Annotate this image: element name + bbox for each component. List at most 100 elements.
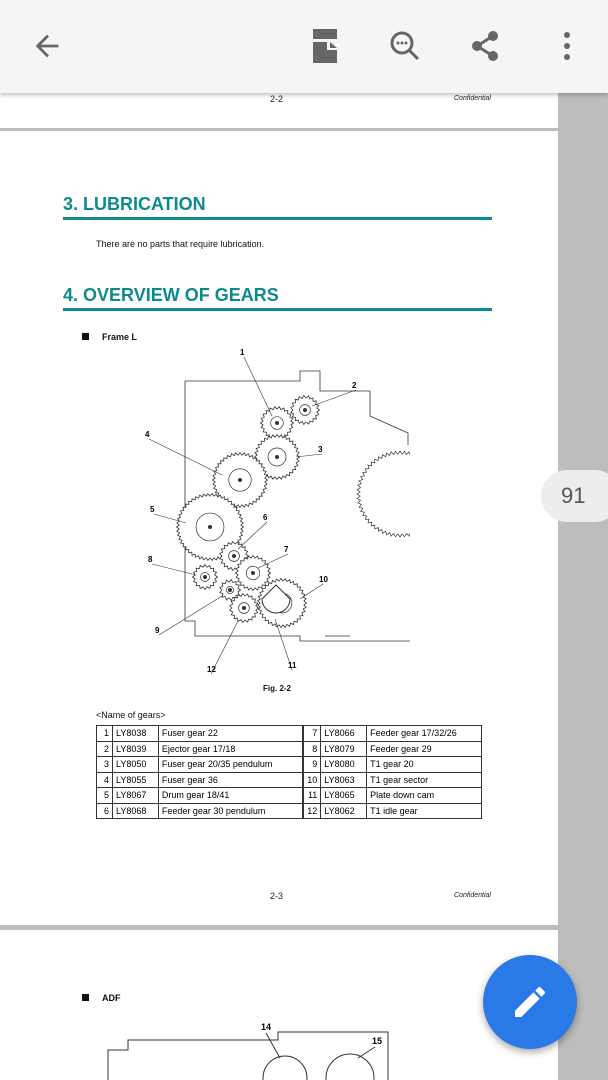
gear-name-cell: T1 gear 20 <box>366 756 482 773</box>
heading-rule <box>63 308 492 311</box>
share-button[interactable] <box>467 28 503 64</box>
reading-mode-icon <box>313 29 337 63</box>
page-indicator: 91 <box>541 470 608 522</box>
leader-line <box>237 521 268 550</box>
gear-7 <box>234 554 272 592</box>
gear-2 <box>290 394 321 426</box>
gear-name-cell: Feeder gear 17/32/26 <box>366 725 482 742</box>
gear-name-cell: Fuser gear 36 <box>157 771 304 788</box>
gear-3 <box>253 433 301 481</box>
gear-name-cell: Fuser gear 20/35 pendulum <box>157 756 304 773</box>
gear-code-cell: LY8055 <box>112 771 159 788</box>
figure-label: 10 <box>319 575 328 584</box>
page-number: 2-2 <box>270 94 284 104</box>
plate-down-cam <box>261 584 291 614</box>
leader-line <box>210 620 239 675</box>
confidential-label: Confidential <box>454 892 491 899</box>
figure-label: 11 <box>288 661 297 670</box>
back-button[interactable] <box>29 28 65 64</box>
figure-label: 7 <box>284 545 289 554</box>
figure-label: 9 <box>155 626 160 635</box>
figure-label: 2 <box>352 381 357 390</box>
subsection-frame-l: Frame L <box>82 332 137 342</box>
figure-label: 12 <box>207 665 216 674</box>
gear-name-cell: Plate down cam <box>366 787 482 804</box>
lubrication-text: There are no parts that require lubricat… <box>96 239 265 249</box>
more-options-button[interactable] <box>549 28 585 64</box>
previous-page: 2-2 Confidential <box>0 93 558 128</box>
gear-code-cell: LY8039 <box>112 740 159 757</box>
subsection-adf: ADF <box>82 993 121 1003</box>
gear-no-cell: 9 <box>302 756 322 773</box>
leader-line <box>274 618 293 671</box>
figure-label: 3 <box>318 445 323 454</box>
leader-line <box>311 389 357 407</box>
gear-name-cell: T1 gear sector <box>366 771 482 788</box>
top-app-bar <box>0 0 608 93</box>
gear-no-cell: 2 <box>96 740 113 757</box>
gear-no-cell: 6 <box>96 802 113 819</box>
leader-line <box>158 595 223 636</box>
search-button[interactable] <box>387 28 423 64</box>
edit-icon <box>515 986 545 1017</box>
leader-line <box>243 356 273 417</box>
bullet-icon <box>82 333 89 340</box>
figure-label: 4 <box>145 430 150 439</box>
gear-no-cell: 7 <box>302 725 322 742</box>
gear-8 <box>191 563 219 591</box>
gear-code-cell: LY8080 <box>320 756 368 773</box>
leader-line <box>151 563 197 576</box>
edit-fab-button[interactable] <box>483 955 577 1049</box>
figure-label: 1 <box>240 348 245 357</box>
search-icon <box>390 31 420 61</box>
gear-code-cell: LY8038 <box>112 725 159 742</box>
figure-label: 5 <box>150 505 155 514</box>
bullet-icon <box>82 994 89 1001</box>
subsection-label: Frame L <box>102 332 138 342</box>
gear-no-cell: 5 <box>96 787 113 804</box>
section-heading-gears: 4. OVERVIEW OF GEARS <box>63 285 279 305</box>
leader-line <box>257 553 289 569</box>
figure-label: 14 <box>261 1022 271 1032</box>
more-icon <box>564 32 570 60</box>
gear-name-cell: T1 idle gear <box>366 802 482 819</box>
gear-no-cell: 4 <box>96 771 113 788</box>
leader-line <box>299 583 324 600</box>
gear-name-cell: Fuser gear 22 <box>157 725 304 742</box>
page-number: 2-3 <box>270 891 284 901</box>
gear-name-cell: Ejector gear 17/18 <box>157 740 304 757</box>
share-icon <box>472 31 498 61</box>
adf-diagram: 14 15 <box>107 1022 389 1080</box>
gear-1 <box>259 406 295 440</box>
gear-code-cell: LY8068 <box>112 802 159 819</box>
gear-no-cell: 12 <box>302 802 322 819</box>
leader-line <box>148 438 223 476</box>
reading-mode-button[interactable] <box>307 28 343 64</box>
figure-caption: Fig. 2-2 <box>263 684 292 693</box>
table-caption: <Name of gears> <box>96 710 166 720</box>
gear-name-cell: Feeder gear 30 pendulum <box>157 802 304 819</box>
confidential-label: Confidential <box>454 95 491 102</box>
gear-no-cell: 1 <box>96 725 113 742</box>
gear-no-cell: 3 <box>96 756 113 773</box>
frame-outline <box>184 370 410 642</box>
heading-rule <box>63 217 492 220</box>
figure-label: 6 <box>263 513 268 522</box>
next-page: ADF 14 15 <box>0 930 558 1080</box>
gear-code-cell: LY8062 <box>320 802 368 819</box>
gear-code-cell: LY8067 <box>112 787 159 804</box>
gear-code-cell: LY8066 <box>320 725 368 742</box>
figure-label: 8 <box>148 555 153 564</box>
gear-4 <box>211 451 269 509</box>
section-heading-lubrication: 3. LUBRICATION <box>63 194 206 214</box>
gear-code-cell: LY8063 <box>320 771 368 788</box>
gear-code-cell: LY8079 <box>320 740 368 757</box>
gear-name-cell: Feeder gear 29 <box>366 740 482 757</box>
gear-name-cell: Drum gear 18/41 <box>157 787 304 804</box>
